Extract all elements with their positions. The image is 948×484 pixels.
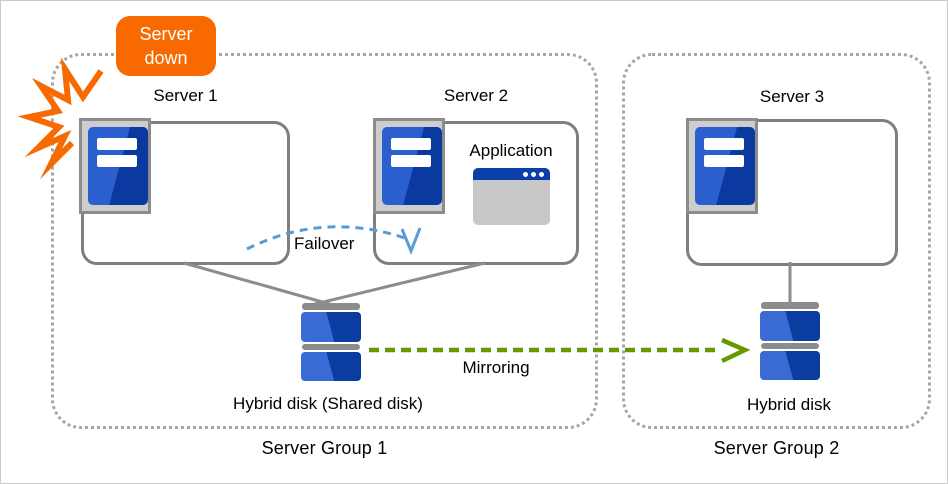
server-1-label: Server 1 <box>153 86 218 105</box>
disk-cap <box>761 343 819 349</box>
server-group-1-label: Server Group 1 <box>261 438 388 458</box>
window-dot-icon <box>523 172 528 177</box>
server-tower-icon <box>79 118 151 214</box>
shared-disk-label: Hybrid disk (Shared disk) <box>233 394 423 413</box>
server-tower-body <box>695 127 755 205</box>
application-label: Application <box>469 141 553 160</box>
server-group-2-frame <box>622 53 931 429</box>
server-group-2-label: Server Group 2 <box>713 438 840 458</box>
disk-platter <box>301 312 361 342</box>
server-slot <box>97 155 137 167</box>
server-down-badge-label: Server down <box>139 24 193 68</box>
server-down-badge: Server down <box>116 16 216 76</box>
disk-cap <box>302 303 360 310</box>
server-tower-icon <box>686 118 758 214</box>
disk-cap <box>761 302 819 309</box>
server-3-label: Server 3 <box>759 87 825 106</box>
failover-label: Failover <box>294 234 355 253</box>
server-slot <box>97 138 137 150</box>
server-tower-icon <box>373 118 445 214</box>
application-window-body <box>473 180 550 225</box>
hybrid-disk-label: Hybrid disk <box>746 395 832 414</box>
disk-platter <box>760 351 820 380</box>
server-slot <box>704 138 744 150</box>
disk-cap <box>302 344 360 350</box>
disk-platter <box>760 311 820 341</box>
server-2-label: Server 2 <box>443 86 509 105</box>
server-tower-body <box>88 127 148 205</box>
server-group-1-frame <box>51 53 598 429</box>
application-window-titlebar <box>473 168 550 180</box>
mirroring-label: Mirroring <box>462 358 530 377</box>
server-tower-body <box>382 127 442 205</box>
window-dot-icon <box>531 172 536 177</box>
disk-platter <box>301 352 361 381</box>
window-dot-icon <box>539 172 544 177</box>
application-window-icon <box>473 168 550 225</box>
server-slot <box>704 155 744 167</box>
server-slot <box>391 155 431 167</box>
server-slot <box>391 138 431 150</box>
